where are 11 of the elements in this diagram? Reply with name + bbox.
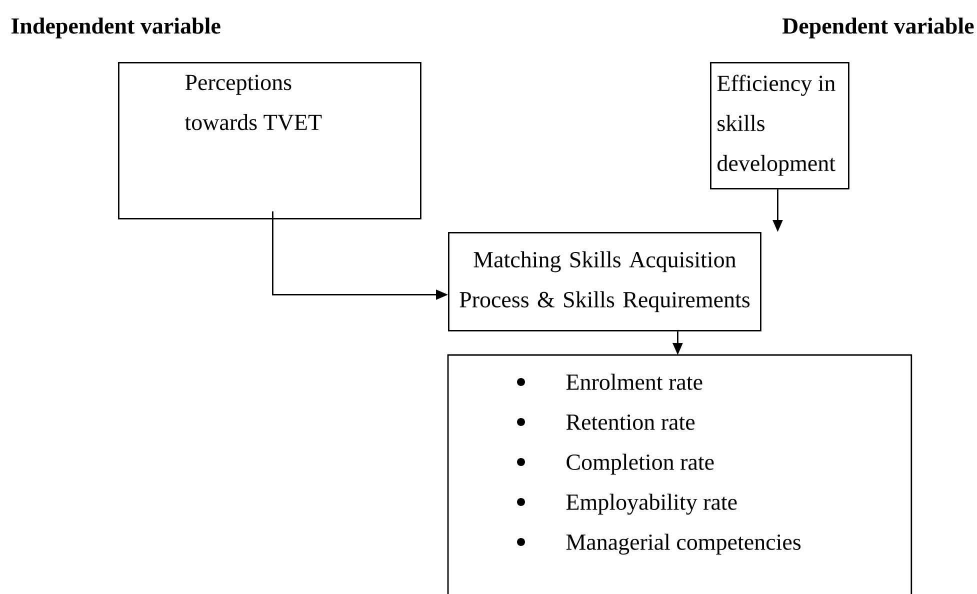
node-label: Retention rate (566, 414, 695, 430)
node-label: Managerial competencies (566, 534, 801, 555)
node-label: Employability rate (566, 494, 737, 515)
node-label: Completion rate (566, 454, 714, 475)
heading: Dependent variable (782, 18, 974, 38)
heading: Independent variable (11, 18, 220, 38)
variable-box: Perceptions towards TVET (118, 62, 422, 220)
process-box: Matching Skills Acquisition Process & Skills Requirements (448, 232, 762, 332)
node-label: Enrolment rate (566, 374, 702, 390)
variable-box: Efficiency in skills development (710, 62, 850, 190)
list-box: Enrolment rate Retention rate Completion rate Employability rate Managerial competencies (447, 354, 912, 594)
